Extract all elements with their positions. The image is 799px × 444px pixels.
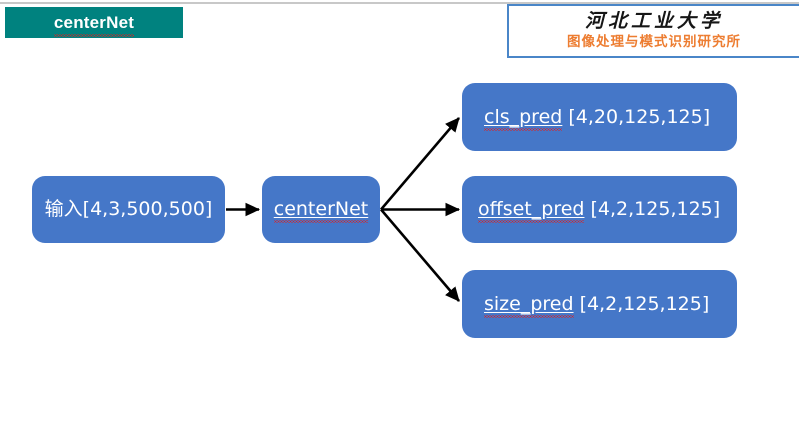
diagram-node-offset-pred-name: offset_pred (478, 198, 585, 223)
diagram-node-size-pred-name: size_pred (484, 292, 574, 318)
diagram-node-offset-pred-content: offset_pred [4,2,125,125] (478, 198, 721, 223)
slide-title: centerNet (53, 12, 135, 37)
diagram-node-size-pred[interactable]: size_pred [4,2,125,125] (462, 270, 737, 338)
university-logo-box: 河北工业大学 图像处理与模式识别研究所 (507, 4, 799, 58)
arrow-centernet-to-cls-pred (380, 117, 460, 211)
diagram-node-cls-pred-name: cls_pred (484, 105, 563, 131)
diagram-node-input[interactable]: 输入[4,3,500,500] (32, 176, 225, 243)
diagram-node-offset-pred[interactable]: offset_pred [4,2,125,125] (462, 176, 737, 243)
diagram-node-size-pred-shape: [4,2,125,125] (579, 292, 710, 315)
institute-name: 图像处理与模式识别研究所 (567, 34, 741, 51)
diagram-node-cls-pred[interactable]: cls_pred [4,20,125,125] (462, 83, 737, 151)
diagram-node-cls-pred-shape: [4,20,125,125] (568, 105, 711, 128)
diagram-node-cls-pred-content: cls_pred [4,20,125,125] (484, 105, 711, 131)
diagram-node-centernet[interactable]: centerNet (262, 176, 380, 243)
diagram-node-centernet-label: centerNet (273, 198, 369, 223)
diagram-node-size-pred-content: size_pred [4,2,125,125] (484, 292, 710, 318)
arrow-centernet-to-size-pred (380, 208, 460, 302)
slide-title-text: centerNet (53, 12, 135, 37)
slide-title-banner: centerNet (5, 7, 183, 38)
diagram-node-offset-pred-shape: [4,2,125,125] (590, 198, 721, 220)
top-divider (0, 2, 799, 4)
diagram-node-input-label: 输入[4,3,500,500] (44, 198, 213, 220)
university-name: 河北工业大学 (584, 10, 723, 33)
